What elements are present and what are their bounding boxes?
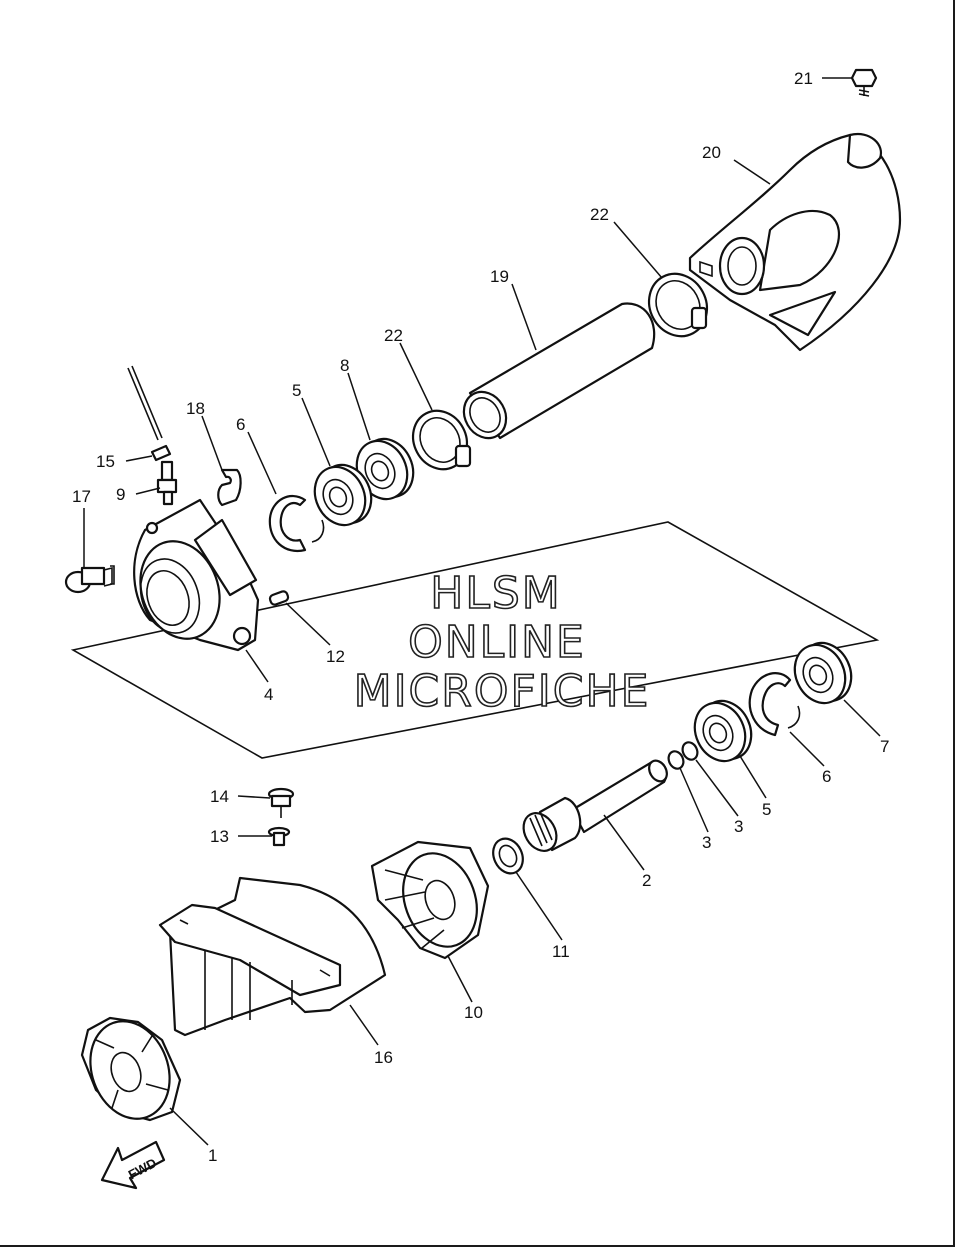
watermark-line-1: HLSM (430, 568, 562, 619)
callout-12: 12 (326, 647, 345, 666)
part-19-hose (462, 302, 656, 440)
callout-19: 19 (490, 267, 509, 286)
part-5-bearing-upper (313, 463, 373, 527)
callout-3-left: 3 (702, 833, 711, 852)
callout-20: 20 (702, 143, 721, 162)
part-6-circlip-lower (748, 672, 801, 737)
watermark-line-3: MICROFICHE (354, 666, 651, 717)
callout-6-upper: 6 (236, 415, 245, 434)
callout-2: 2 (642, 871, 651, 890)
callout-labels: 21 20 22 19 22 8 5 18 6 15 9 17 12 4 7 6… (72, 69, 889, 1165)
callout-6-lower: 6 (822, 767, 831, 786)
callout-22-upper: 22 (590, 205, 609, 224)
part-18-plate (217, 468, 242, 507)
part-2-drive-shaft (522, 759, 668, 852)
part-9-fitting (156, 460, 178, 506)
callout-16: 16 (374, 1048, 393, 1067)
callout-9: 9 (116, 485, 125, 504)
part-21-bolt (850, 68, 878, 97)
part-13-collar (267, 826, 291, 847)
callout-11: 11 (552, 942, 570, 961)
part-3-o-ring-a (681, 741, 699, 761)
callout-5-lower: 5 (762, 800, 771, 819)
callout-8: 8 (340, 356, 349, 375)
forward-direction-arrow: FWD (100, 1140, 166, 1190)
leader-lines (83, 77, 881, 1146)
part-22-hose-clamp-lower (411, 409, 472, 471)
part-22-hose-clamp-upper (647, 272, 709, 338)
watermark-line-2: ONLINE (408, 617, 586, 668)
callout-21: 21 (794, 69, 813, 88)
part-8-bearing (355, 437, 415, 501)
callout-5-upper: 5 (292, 381, 301, 400)
subassembly-outline (70, 521, 880, 759)
callout-18: 18 (186, 399, 205, 418)
part-16-cover (158, 876, 387, 1037)
callout-1: 1 (208, 1146, 217, 1165)
callout-7: 7 (880, 737, 889, 756)
cable-line (127, 365, 163, 441)
part-7-bearing-lower (793, 641, 853, 705)
callout-22-lower: 22 (384, 326, 403, 345)
callout-10: 10 (464, 1003, 483, 1022)
part-14-bolt (267, 787, 295, 818)
callout-13: 13 (210, 827, 229, 846)
part-12-pin (268, 590, 290, 606)
part-11-washer (492, 837, 524, 875)
part-17-bolt (64, 565, 115, 594)
part-5-bearing-lower (693, 699, 753, 763)
part-10-coupler (370, 840, 490, 960)
part-6-circlip-upper (268, 494, 325, 553)
part-15-cap (150, 444, 172, 462)
part-1-damper (80, 1016, 182, 1122)
callout-15: 15 (96, 452, 115, 471)
callout-14: 14 (210, 787, 229, 806)
callout-3-right: 3 (734, 817, 743, 836)
part-20-nozzle-housing (688, 132, 902, 352)
callout-17: 17 (72, 487, 91, 506)
callout-4: 4 (264, 685, 273, 704)
watermark: HLSM ONLINE MICROFICHE (353, 567, 651, 718)
part-4-bearing-housing (133, 498, 260, 652)
